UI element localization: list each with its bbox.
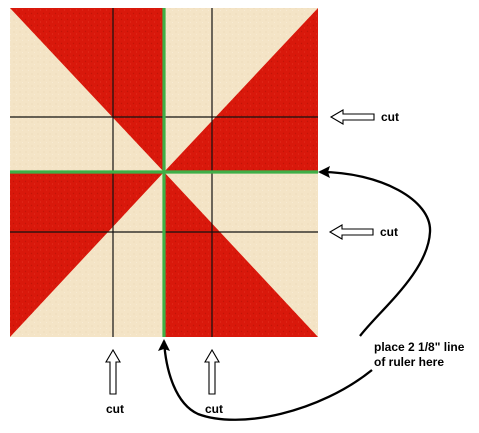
cut-label-right-lower: cut bbox=[380, 225, 398, 239]
curved-pointer-arrow-upper bbox=[318, 166, 432, 337]
cut-label-right-upper: cut bbox=[381, 110, 399, 124]
arrow-up-left-icon bbox=[105, 348, 121, 395]
arrow-left-lower-icon bbox=[328, 224, 374, 240]
red-triangle-bottom-right bbox=[164, 172, 318, 337]
red-triangle-bottom-left bbox=[10, 172, 164, 337]
cut-label-bottom-left: cut bbox=[106, 402, 124, 416]
instruction-text: place 2 1/8" line of ruler here bbox=[374, 340, 464, 370]
instruction-line-1: place 2 1/8" line bbox=[374, 340, 465, 354]
cut-label-bottom-right: cut bbox=[205, 402, 223, 416]
curved-pointer-arrow-lower bbox=[158, 339, 373, 421]
arrow-left-upper-icon bbox=[329, 109, 375, 125]
instruction-line-2: of ruler here bbox=[374, 355, 445, 369]
arrow-up-right-icon bbox=[204, 348, 220, 395]
red-triangle-top-right bbox=[164, 8, 318, 172]
red-triangle-top-left bbox=[10, 8, 164, 172]
